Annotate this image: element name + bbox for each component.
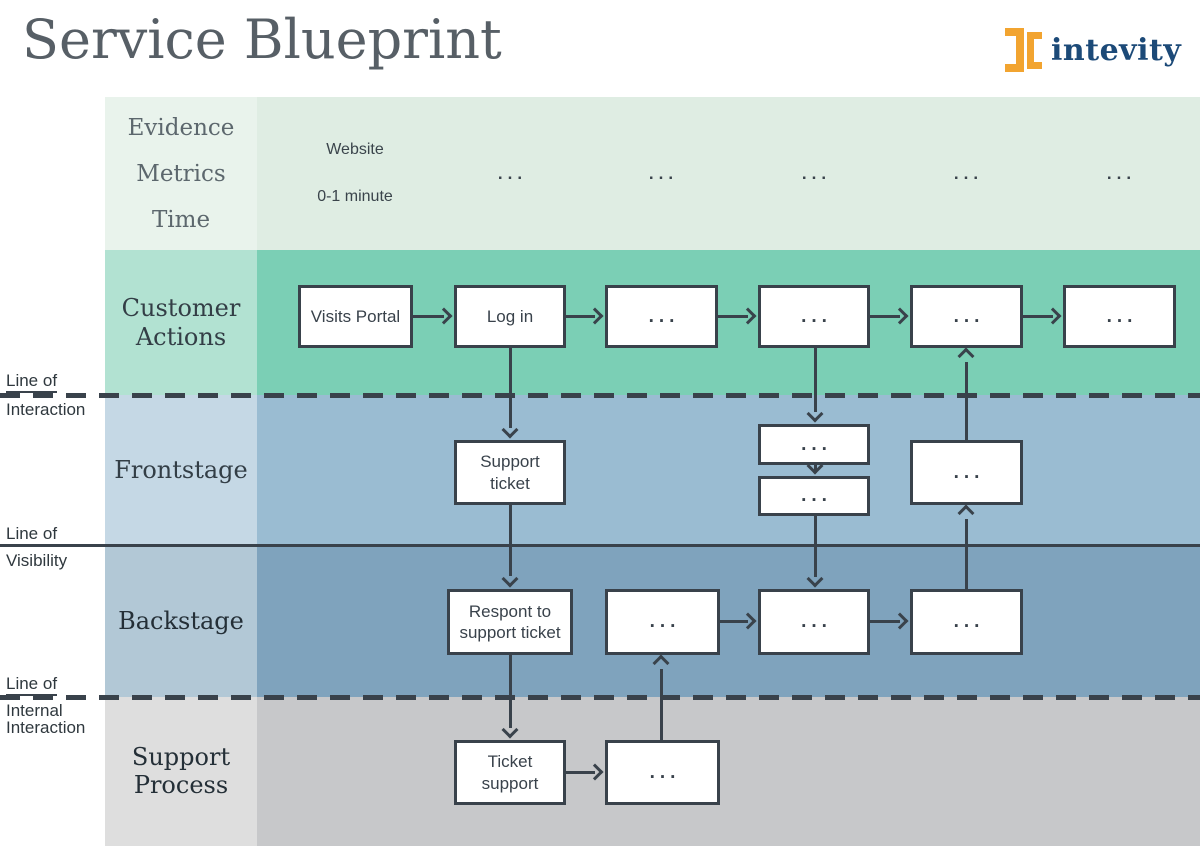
line-of-visibility xyxy=(0,544,1200,547)
band-customer-label-column xyxy=(105,250,257,395)
connector-line xyxy=(965,519,968,589)
interaction-label-bottom: Interaction xyxy=(6,400,86,419)
band-evidence xyxy=(105,97,1200,250)
time-label-line: Time xyxy=(151,206,211,233)
connector-line xyxy=(870,315,900,318)
visibility-label-top: Line of xyxy=(6,524,58,543)
evidence-ellipsis-cell: ... xyxy=(1106,164,1137,183)
lane-label-customer-actions: Customer Actions xyxy=(121,293,241,351)
flow-box-customer-step: ... xyxy=(605,285,718,348)
flow-box-backstage-step: ... xyxy=(605,589,720,655)
connector-line xyxy=(720,620,748,623)
flow-box-respond-to-support-ticket: Respont to support ticket xyxy=(447,589,573,655)
connector-line xyxy=(566,315,595,318)
evidence-ellipsis-cell: ... xyxy=(801,164,832,183)
connector-line xyxy=(509,655,512,728)
connector-line xyxy=(814,516,817,577)
connector-line xyxy=(413,315,444,318)
evidence-ellipsis-cell: ... xyxy=(953,164,984,183)
evidence-ellipsis-cell: ... xyxy=(648,164,679,183)
band-frontstage xyxy=(105,395,1200,545)
flow-box-support-ticket: Support ticket xyxy=(454,440,566,505)
evidence-time-cell: 0-1 minute xyxy=(317,188,393,205)
connector-line xyxy=(814,465,817,471)
lane-label-backstage: Backstage xyxy=(118,607,244,635)
flow-box-backstage-step: ... xyxy=(758,589,870,655)
flow-box-backstage-step: ... xyxy=(910,589,1023,655)
band-evidence-label-column xyxy=(105,97,257,250)
page-title: Service Blueprint xyxy=(22,8,502,71)
flow-box-visits-portal: Visits Portal xyxy=(298,285,413,348)
connector-line xyxy=(509,505,512,576)
internal-label-top: Line of xyxy=(6,674,58,696)
connector-line xyxy=(660,669,663,740)
connector-line xyxy=(718,315,748,318)
logo-wordmark: intevity xyxy=(1051,32,1182,68)
evidence-website-cell: Website xyxy=(326,141,384,158)
bracket-right-icon xyxy=(1027,31,1042,69)
flow-box-customer-step: ... xyxy=(910,285,1023,348)
flow-box-customer-step: ... xyxy=(758,285,870,348)
brackets-icon xyxy=(1005,28,1042,72)
connector-line xyxy=(814,348,817,412)
connector-line xyxy=(1023,315,1053,318)
band-backstage-label-column xyxy=(105,545,257,697)
band-support-label-column xyxy=(105,697,257,846)
connector-line xyxy=(965,362,968,440)
band-support-process xyxy=(105,697,1200,846)
evidence-ellipsis-cell: ... xyxy=(497,164,528,183)
connector-line xyxy=(870,620,900,623)
line-of-internal-interaction xyxy=(0,695,1200,700)
metrics-label-line: Metrics xyxy=(136,160,226,187)
lane-label-frontstage: Frontstage xyxy=(114,456,248,484)
band-frontstage-label-column xyxy=(105,395,257,545)
evidence-label-line: Evidence xyxy=(127,114,235,141)
flow-box-ticket-support: Ticket support xyxy=(454,740,566,805)
flow-box-frontstage-step: ... xyxy=(758,424,870,465)
line-of-interaction xyxy=(0,393,1200,398)
lane-label-support-process: Support Process xyxy=(131,742,231,799)
flow-box-frontstage-step: ... xyxy=(910,440,1023,505)
interaction-label-top: Line of xyxy=(6,371,58,393)
bracket-left-icon xyxy=(1005,28,1024,72)
internal-label-middle: Internal xyxy=(6,701,63,720)
flow-box-customer-step: ... xyxy=(1063,285,1176,348)
flow-box-support-step: ... xyxy=(605,740,720,805)
visibility-label-bottom: Visibility xyxy=(6,551,68,570)
flow-box-frontstage-step: ... xyxy=(758,476,870,516)
flow-box-log-in: Log in xyxy=(454,285,566,348)
internal-label-bottom: Interaction xyxy=(6,718,86,737)
intevity-logo: intevity xyxy=(1005,28,1181,72)
connector-line xyxy=(566,771,595,774)
connector-line xyxy=(509,348,512,428)
lane-label-evidence: Evidence Metrics Time xyxy=(105,97,257,250)
